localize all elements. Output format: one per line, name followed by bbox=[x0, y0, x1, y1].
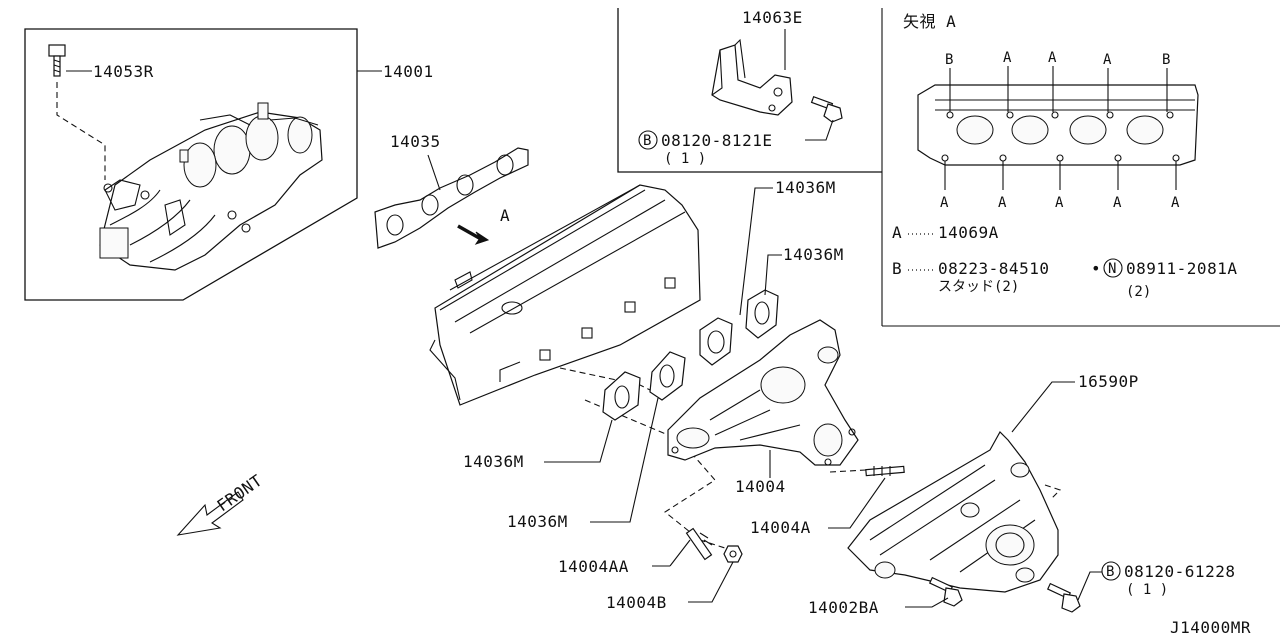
view-a-head-drawing bbox=[917, 84, 1199, 166]
label-08120-61228: 08120-61228 bbox=[1124, 562, 1235, 581]
stud-14004A-dashed bbox=[829, 469, 867, 473]
label-14004B: 14004B bbox=[606, 593, 667, 612]
label-14036M-b: 14036M bbox=[783, 245, 844, 264]
cylinder-head-drawing bbox=[429, 184, 701, 406]
mark-top-2: A bbox=[1003, 50, 1012, 66]
heat-shield-drawing bbox=[847, 431, 1059, 593]
qty-08120-61228: ( 1 ) bbox=[1126, 582, 1168, 598]
qty-nut: (2) bbox=[1126, 284, 1151, 300]
label-14035: 14035 bbox=[390, 132, 441, 151]
label-14004AA: 14004AA bbox=[558, 557, 629, 576]
leader-14053R-dashed bbox=[56, 82, 106, 180]
bolt-symbol-icon bbox=[1101, 561, 1121, 581]
mark-bottom-5: A bbox=[1171, 195, 1180, 211]
bolt-symbol-icon bbox=[638, 130, 658, 150]
mark-bottom-4: A bbox=[1113, 195, 1122, 211]
diagram-code: J14000MR bbox=[1170, 618, 1251, 637]
leader-14036M-d bbox=[590, 397, 659, 523]
nut-14004B-drawing bbox=[723, 545, 743, 563]
leader-14036M-c bbox=[544, 419, 613, 463]
front-indicator: FRONT bbox=[176, 471, 266, 536]
legend-b-key: B bbox=[892, 259, 902, 278]
view-a-leaders-bottom bbox=[944, 161, 1177, 190]
view-arrow-shaft bbox=[457, 224, 482, 241]
legend-a-key: A bbox=[892, 223, 902, 242]
mark-top-4: A bbox=[1103, 52, 1112, 68]
view-a-marks-top: B A A A B bbox=[945, 50, 1170, 68]
front-label: FRONT bbox=[213, 471, 265, 516]
front-arrow-icon bbox=[176, 491, 244, 536]
mark-bottom-3: A bbox=[1055, 195, 1064, 211]
label-14001: 14001 bbox=[383, 62, 434, 81]
view-a-marks-bottom: A A A A A bbox=[940, 195, 1180, 211]
leader-14036M-a bbox=[739, 187, 773, 316]
qty-08120-8121E: ( 1 ) bbox=[664, 151, 706, 167]
mark-top-1: B bbox=[945, 52, 953, 68]
bolt-14053R-drawing bbox=[48, 44, 66, 77]
exhaust-gaskets bbox=[602, 289, 779, 421]
leader-08120-61228 bbox=[1077, 571, 1102, 601]
view-a-title: 矢視 A bbox=[903, 12, 956, 31]
label-14036M-c: 14036M bbox=[463, 452, 524, 471]
label-14004A: 14004A bbox=[750, 518, 811, 537]
leader-16590P bbox=[1011, 381, 1075, 433]
label-14002BA: 14002BA bbox=[808, 598, 879, 617]
leader-14004A bbox=[828, 477, 886, 529]
label-08120-8121E: 08120-8121E bbox=[661, 131, 772, 150]
legend-b-value: 08223-84510 bbox=[938, 259, 1049, 278]
mark-bottom-1: A bbox=[940, 195, 949, 211]
stud-14004AA-drawing bbox=[685, 527, 713, 561]
bracket-group: 14063E B 08120-8121E ( 1 ) bbox=[617, 8, 883, 326]
intake-manifold-group: 14053R 14001 bbox=[24, 28, 434, 301]
leader-14004AA bbox=[669, 539, 691, 567]
gasket-14035-drawing bbox=[374, 147, 529, 249]
label-14063E: 14063E bbox=[742, 8, 803, 27]
leader-14004B bbox=[688, 561, 734, 603]
stud-note: スタッド(2) bbox=[938, 279, 1019, 295]
leader-14035 bbox=[427, 154, 441, 191]
label-14053R: 14053R bbox=[93, 62, 154, 81]
label-14036M-a: 14036M bbox=[775, 178, 836, 197]
mark-top-3: A bbox=[1048, 50, 1057, 66]
bracket-frame bbox=[617, 8, 882, 173]
legend-b-value2: 08911-2081A bbox=[1126, 259, 1237, 278]
legend-a-value: 14069A bbox=[938, 223, 999, 242]
bolt-symbol-b-2: B bbox=[1106, 564, 1114, 580]
legend-b-sep: • bbox=[1091, 259, 1101, 278]
shield-dashed bbox=[1044, 484, 1062, 501]
bracket-14063E-drawing bbox=[711, 38, 793, 116]
bolt-symbol-b-1: B bbox=[643, 133, 651, 149]
intake-manifold-drawing bbox=[99, 102, 323, 271]
bolt-08120-8121E-drawing bbox=[810, 95, 843, 123]
mark-top-5: B bbox=[1162, 52, 1170, 68]
stud-14004A-drawing bbox=[865, 465, 905, 477]
leader-14036M-b bbox=[764, 254, 782, 296]
bolt-14002BA-drawing bbox=[928, 576, 963, 607]
view-a-leaders-top bbox=[949, 66, 1168, 112]
view-a-group: 矢視 A B A A A B A bbox=[882, 12, 1280, 327]
exhaust-manifold-drawing bbox=[667, 319, 859, 466]
intake-manifold-frame bbox=[24, 28, 358, 301]
label-14036M-d: 14036M bbox=[507, 512, 568, 531]
leader-08120-8121E bbox=[805, 119, 834, 141]
leader-14002BA bbox=[905, 597, 949, 608]
stud-dashed-line bbox=[584, 399, 726, 549]
label-16590P: 16590P bbox=[1078, 372, 1139, 391]
label-14004: 14004 bbox=[735, 477, 786, 496]
intake-gasket-group: 14035 A bbox=[374, 132, 529, 249]
nut-symbol-n: N bbox=[1108, 261, 1116, 277]
nut-symbol-icon bbox=[1103, 258, 1123, 278]
view-a-marker: A bbox=[500, 206, 510, 225]
mark-bottom-2: A bbox=[998, 195, 1007, 211]
bolt-08120-61228-drawing bbox=[1046, 582, 1081, 613]
